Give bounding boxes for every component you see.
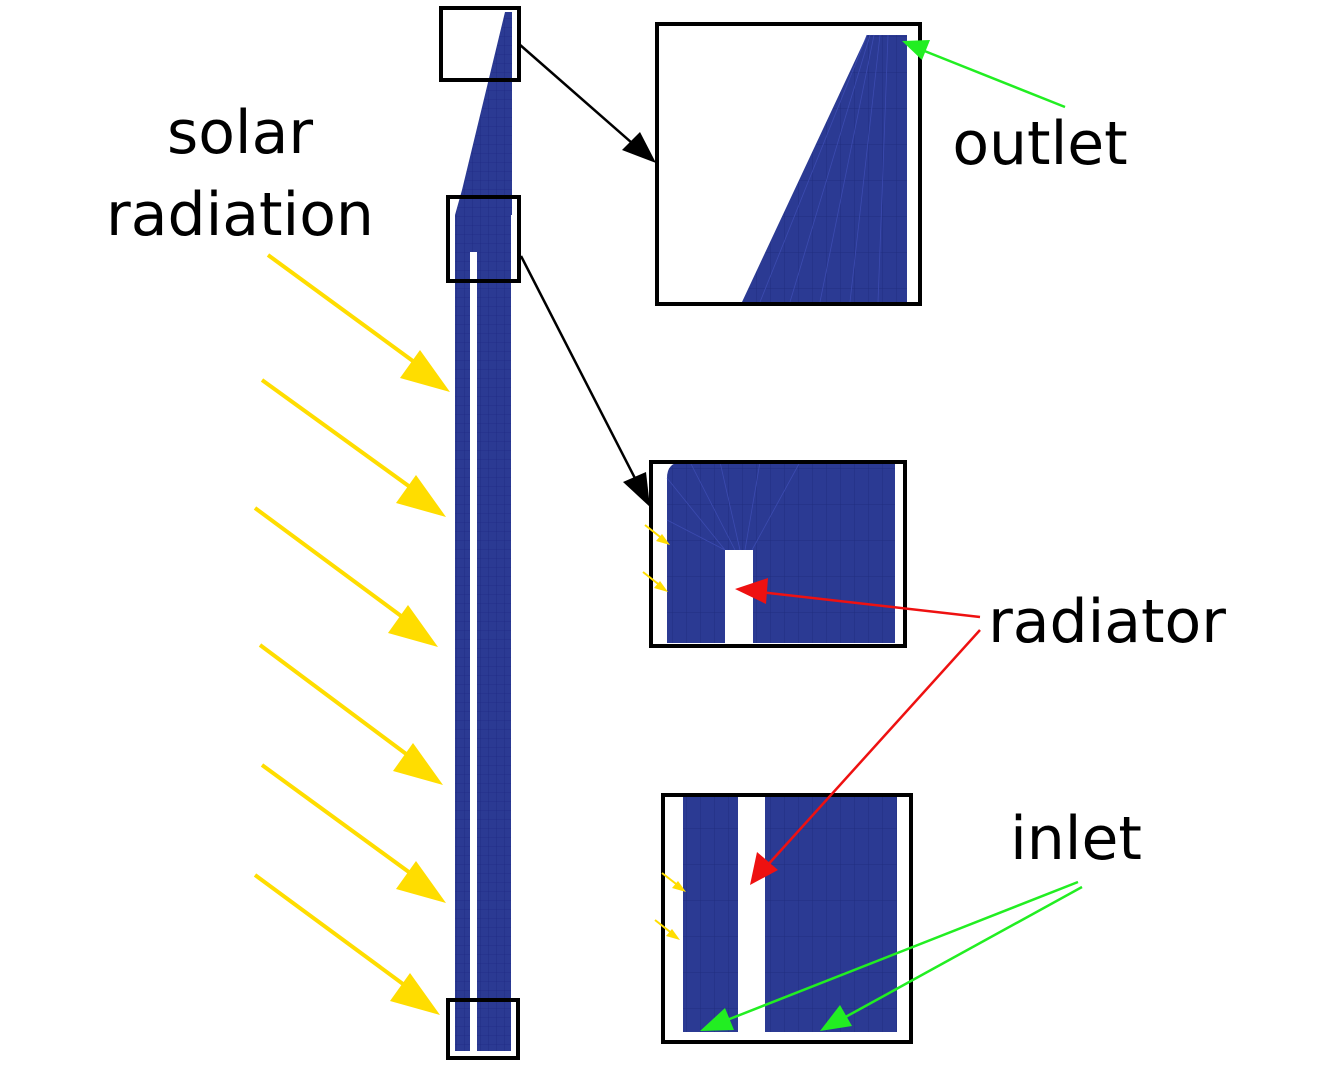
solar-radiation-arrows (253, 253, 450, 1015)
zoom-panel-inlet (654, 793, 913, 1044)
outlet-label: outlet (952, 109, 1127, 179)
callout-box-bottom (446, 998, 520, 1060)
zoom-panel-radiator-top (642, 460, 907, 648)
callout-arrow-middle (519, 255, 650, 507)
solar-label-line1: solar (167, 98, 313, 168)
radiator-pointer-arrow-top (735, 578, 981, 619)
solar-arrow-icon (266, 253, 450, 392)
solar-arrow-small-icon (642, 571, 668, 592)
zoom-panel-outlet (655, 22, 922, 306)
inlet-label: inlet (1010, 804, 1142, 874)
solar-arrow-small-icon (661, 872, 686, 892)
solar-arrow-icon (258, 643, 443, 785)
inlet-pointer-arrow-left (700, 880, 1079, 1031)
solar-arrow-icon (253, 506, 438, 647)
solar-arrow-small-icon (654, 919, 680, 940)
solar-arrow-icon (260, 763, 446, 903)
solar-arrow-small-icon (644, 524, 670, 545)
callout-arrow-top (518, 43, 656, 163)
callout-box-middle (446, 195, 521, 283)
radiator-label: radiator (988, 587, 1226, 657)
outlet-pointer-arrow (902, 40, 1066, 109)
solar-arrow-icon (253, 873, 440, 1015)
inlet-pointer-arrow-right (820, 885, 1083, 1031)
radiator-pointer-arrow-bottom (750, 629, 981, 885)
solar-arrow-icon (260, 378, 446, 517)
collector-mesh (455, 12, 512, 1051)
solar-label-line2: radiation (106, 180, 374, 250)
